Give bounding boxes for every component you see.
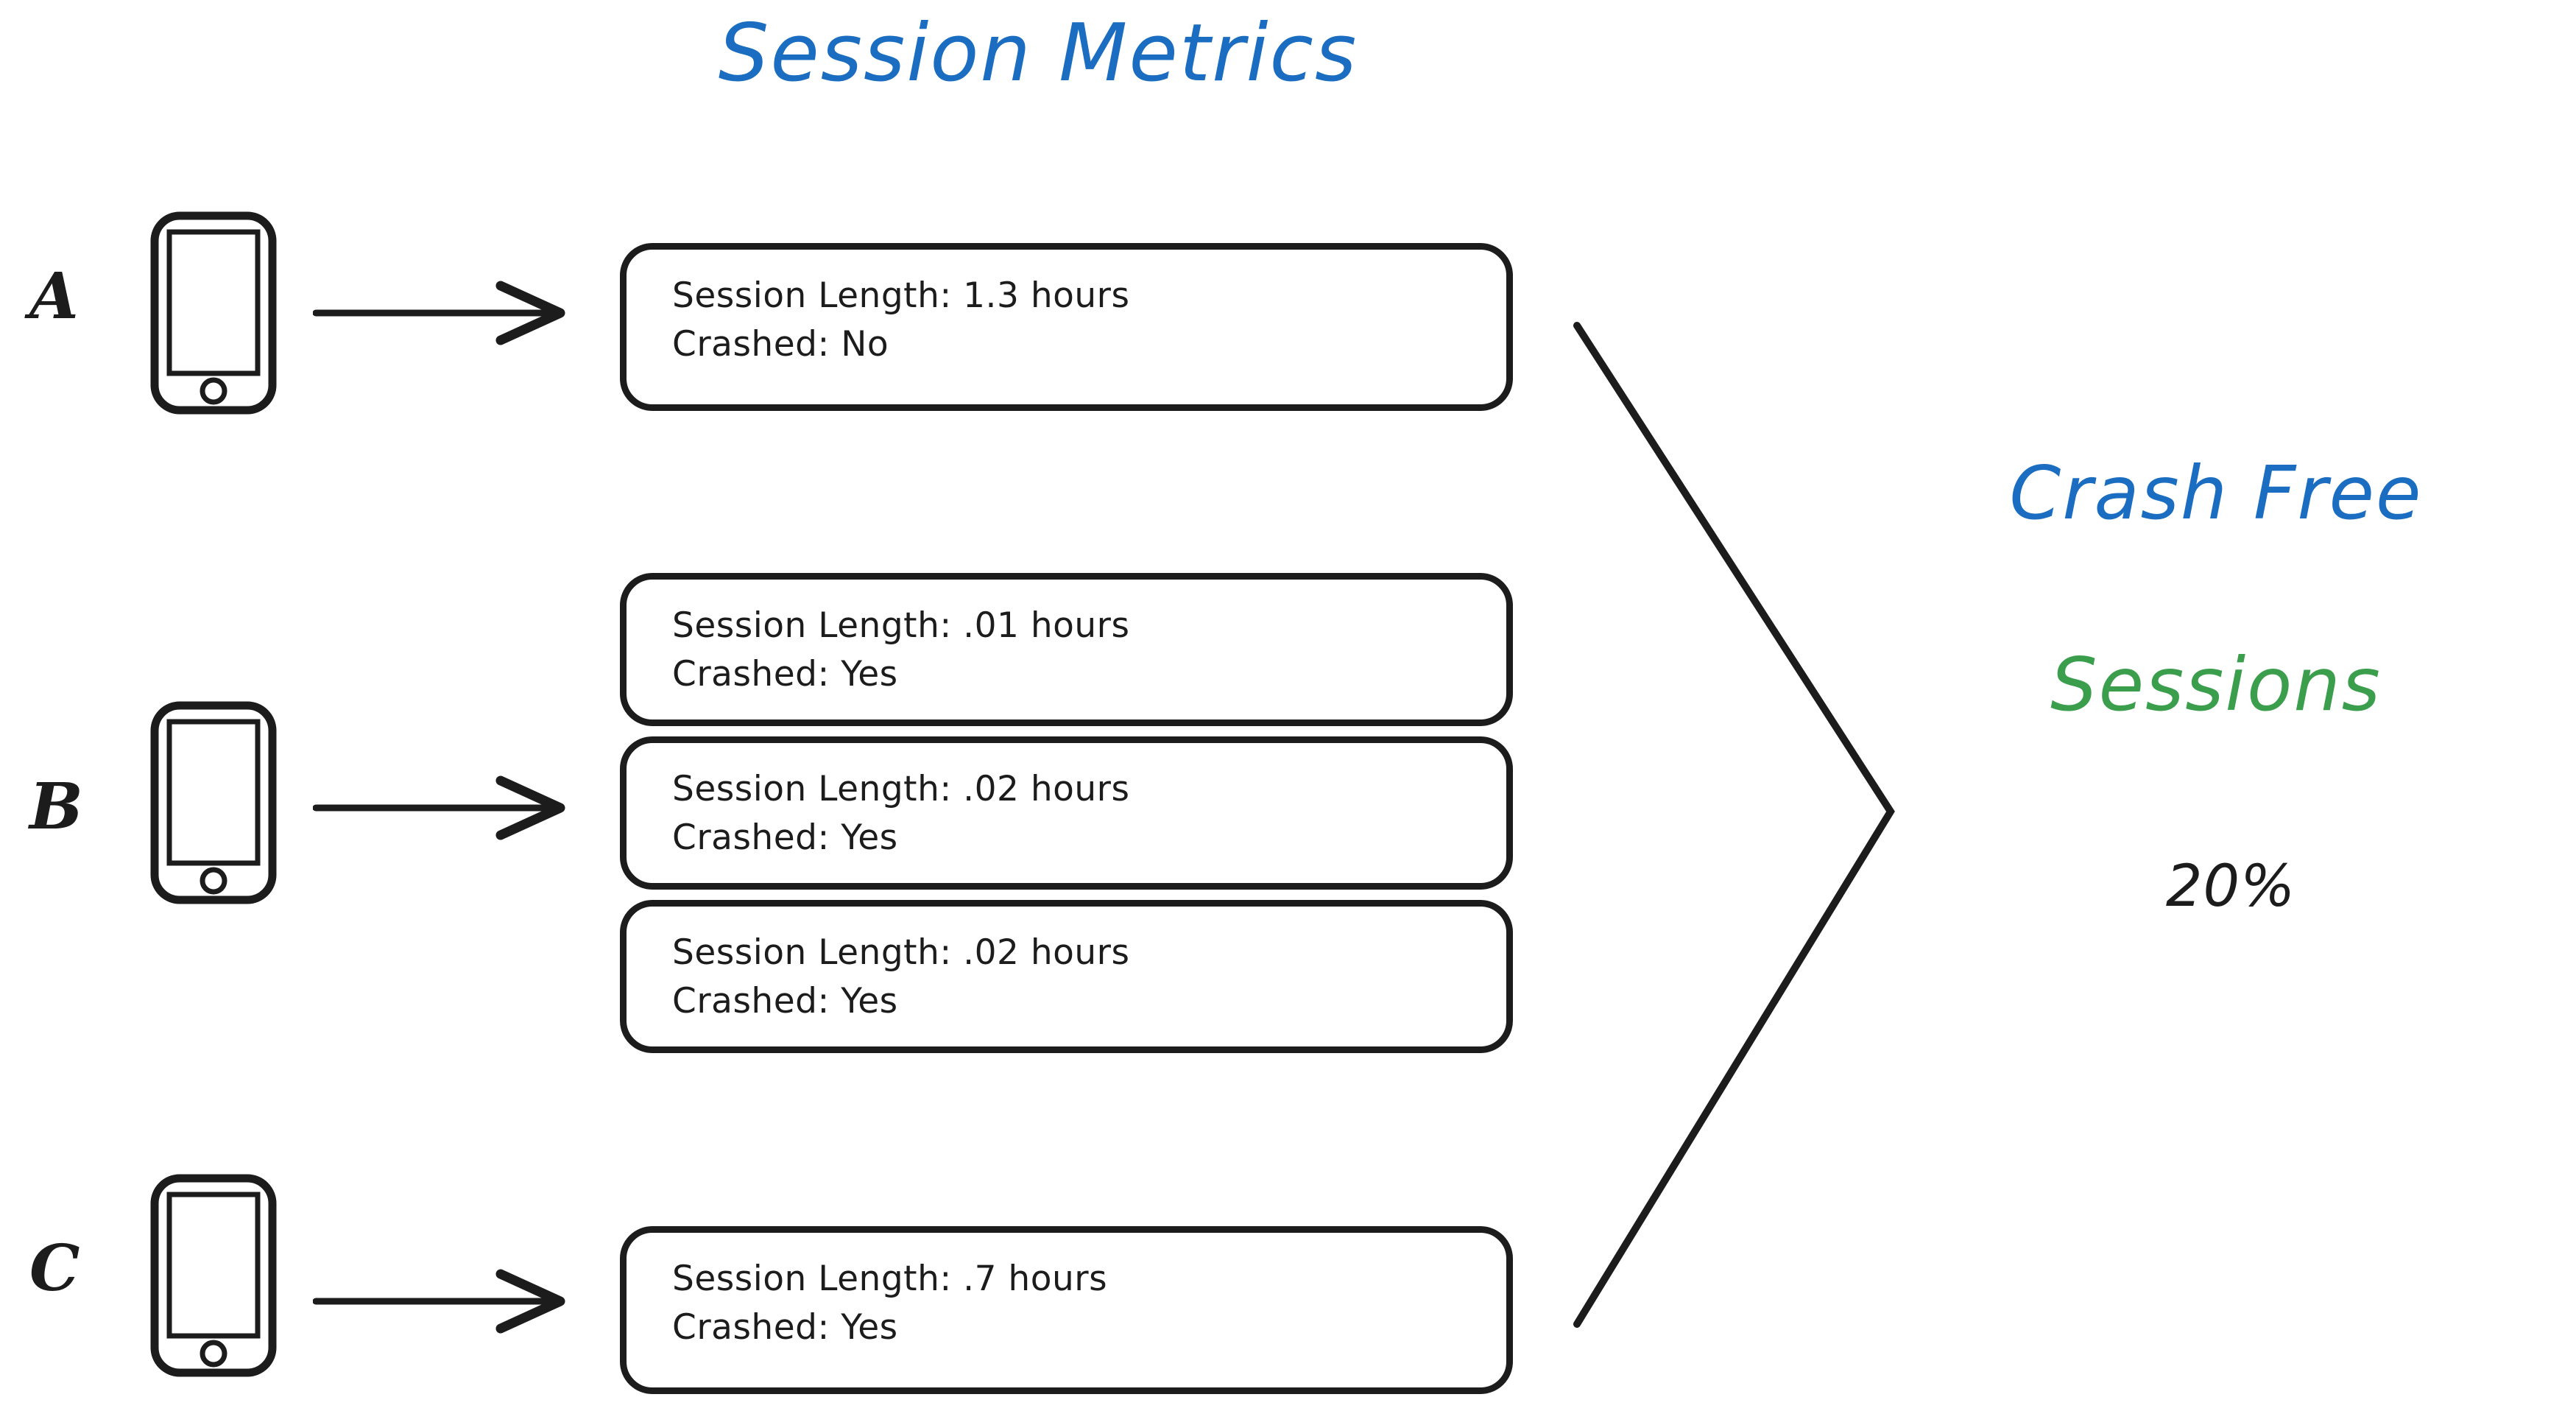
mobile-phone-icon-b (147, 700, 280, 909)
device-label-a: A (29, 259, 79, 334)
session-card[interactable]: Session Length: .7 hours Crashed: Yes (620, 1226, 1513, 1394)
session-length-line: Session Length: .01 hours (672, 605, 1130, 646)
mobile-phone-icon-a (147, 210, 280, 419)
result-value: 20% (2165, 854, 2296, 920)
session-length-line: Session Length: .02 hours (672, 932, 1130, 973)
device-label-b: B (29, 770, 83, 844)
session-card[interactable]: Session Length: .02 hours Crashed: Yes (620, 900, 1513, 1053)
session-card-text: Session Length: .7 hours Crashed: Yes (672, 1255, 1107, 1352)
session-card-text: Session Length: 1.3 hours Crashed: No (672, 272, 1129, 369)
session-card[interactable]: Session Length: 1.3 hours Crashed: No (620, 243, 1513, 411)
device-label-c: C (29, 1231, 80, 1306)
chevron-bracket-icon (1568, 317, 1907, 1336)
right-arrow-icon-a (312, 272, 571, 356)
session-card-text: Session Length: .02 hours Crashed: Yes (672, 765, 1129, 862)
session-card[interactable]: Session Length: .02 hours Crashed: Yes (620, 736, 1513, 890)
right-arrow-icon-b (312, 767, 571, 851)
session-card-text: Session Length: .01 hours Crashed: Yes (672, 602, 1129, 699)
session-card-text: Session Length: .02 hours Crashed: Yes (672, 929, 1129, 1026)
session-length-line: Session Length: 1.3 hours (672, 275, 1130, 316)
crashed-line: Crashed: Yes (672, 817, 898, 858)
page-title: Session Metrics (718, 7, 1358, 99)
session-card[interactable]: Session Length: .01 hours Crashed: Yes (620, 573, 1513, 726)
result-headline-line2: Sessions (2050, 641, 2382, 728)
crashed-line: Crashed: No (672, 324, 889, 365)
mobile-phone-icon-c (147, 1172, 280, 1382)
session-length-line: Session Length: .02 hours (672, 769, 1130, 809)
crashed-line: Crashed: Yes (672, 654, 898, 694)
crashed-line: Crashed: Yes (672, 981, 898, 1021)
right-arrow-icon-c (312, 1261, 571, 1345)
result-headline-line1: Crash Free (2009, 450, 2423, 536)
crashed-line: Crashed: Yes (672, 1307, 898, 1348)
session-length-line: Session Length: .7 hours (672, 1259, 1108, 1299)
